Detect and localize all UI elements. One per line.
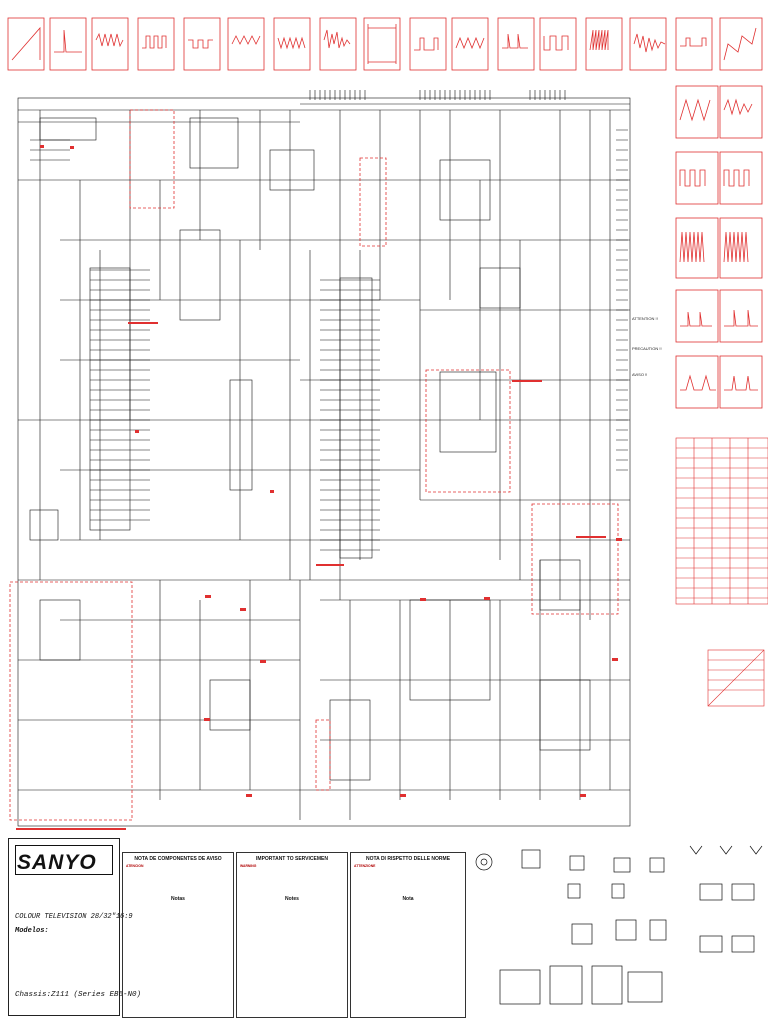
notes-column-spanish: NOTA DE COMPONENTES DE AVISO ATENCION No… [122,852,234,1018]
notes-subheading: Notes [285,896,299,903]
title-block: SANYO COLOUR TELEVISION 28/32"16:9 Model… [8,838,141,1016]
notes-subheading: Notas [171,896,185,903]
voltage-table [675,437,768,707]
notes-heading: NOTA DE COMPONENTES DE AVISO [134,856,222,862]
waveform-strip-top [7,17,763,71]
annotation-attention-3: AVISO !! [632,372,648,377]
models-label: Modelos: [15,927,49,935]
brand-logo: SANYO [17,851,97,874]
notes-heading: NOTA DI RISPETTO DELLE NORME [365,856,451,862]
annotation-attention-2: PRECAUTION !! [632,346,662,351]
brand-frame [15,845,113,875]
component-outlines [475,845,763,1005]
test-point-markers [16,145,622,830]
highlight-regions [9,109,619,821]
notes-column-english: IMPORTANT TO SERVICEMEN WARNING Notes [236,852,348,1018]
notes-heading: IMPORTANT TO SERVICEMEN [256,856,328,862]
annotation-attention-1: ATTENTION !! [632,316,658,321]
circuit-wiring [17,90,631,827]
notes-warning: ATENCION [126,864,144,868]
notes-warning: WARNING [240,864,257,868]
product-title: COLOUR TELEVISION 28/32"16:9 [15,913,133,921]
chassis-label: Chassis:Z111 (Series EB6-N0) [15,991,142,999]
notes-column-italian: NOTA DI RISPETTO DELLE NORME ATTENZIONE … [350,852,466,1018]
notes-warning: ATTENZIONE [354,864,376,868]
notes-subheading: Nota [402,896,414,903]
waveform-column-right [675,85,763,409]
